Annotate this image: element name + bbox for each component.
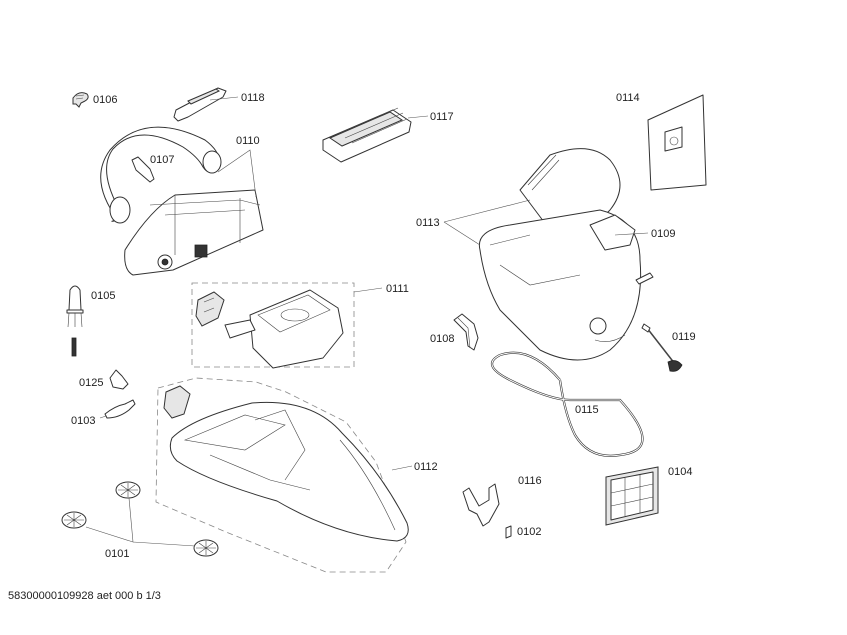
part-0107[interactable] bbox=[131, 156, 155, 183]
label-0102: 0102 bbox=[517, 526, 541, 538]
leader-0112 bbox=[391, 465, 413, 471]
part-0114[interactable] bbox=[647, 94, 707, 191]
label-0118: 0118 bbox=[241, 92, 265, 104]
part-0101[interactable] bbox=[61, 481, 219, 557]
leader-0113 bbox=[443, 199, 531, 246]
part-0106[interactable] bbox=[72, 92, 89, 108]
label-0114: 0114 bbox=[616, 92, 640, 104]
leader-0110 bbox=[217, 149, 257, 198]
leader-0109 bbox=[614, 232, 649, 236]
label-0104: 0104 bbox=[668, 466, 692, 478]
part-0112[interactable] bbox=[163, 385, 409, 542]
label-0113: 0113 bbox=[416, 217, 440, 229]
label-0101: 0101 bbox=[105, 548, 129, 560]
part-0103[interactable] bbox=[99, 399, 136, 419]
label-0112: 0112 bbox=[414, 461, 438, 473]
part-0117[interactable] bbox=[322, 107, 412, 163]
label-0115: 0115 bbox=[575, 404, 599, 416]
label-0108: 0108 bbox=[430, 333, 454, 345]
part-0102[interactable] bbox=[505, 525, 512, 539]
part-0115[interactable] bbox=[490, 351, 644, 457]
label-0103: 0103 bbox=[71, 415, 95, 427]
part-0113[interactable] bbox=[478, 148, 642, 361]
part-0105[interactable] bbox=[66, 285, 84, 357]
part-0110[interactable] bbox=[100, 126, 264, 276]
label-0107: 0107 bbox=[150, 154, 174, 166]
label-0117: 0117 bbox=[430, 111, 454, 123]
part-0118[interactable] bbox=[173, 87, 227, 122]
label-0105: 0105 bbox=[91, 290, 115, 302]
part-0119[interactable] bbox=[641, 323, 683, 372]
part-0104[interactable] bbox=[605, 466, 659, 526]
label-0106: 0106 bbox=[93, 94, 117, 106]
leader-0118 bbox=[209, 96, 239, 101]
part-connector[interactable] bbox=[635, 272, 654, 285]
part-0116[interactable] bbox=[462, 483, 500, 527]
label-0116: 0116 bbox=[518, 475, 542, 487]
leader-0111 bbox=[353, 287, 383, 293]
label-0119: 0119 bbox=[672, 331, 696, 343]
label-0111: 0111 bbox=[386, 283, 409, 295]
leader-0101 bbox=[85, 497, 196, 547]
label-0110: 0110 bbox=[236, 135, 260, 147]
label-0109: 0109 bbox=[651, 228, 675, 240]
drawing-reference-footer: 58300000109928 aet 000 b 1/3 bbox=[8, 590, 161, 602]
label-0125: 0125 bbox=[79, 377, 103, 389]
group-box-0111 bbox=[191, 282, 355, 368]
part-0108[interactable] bbox=[453, 313, 479, 351]
part-0125[interactable] bbox=[109, 369, 129, 390]
leader-0117 bbox=[407, 115, 429, 119]
part-0111[interactable] bbox=[195, 289, 344, 369]
part-0109[interactable] bbox=[589, 214, 636, 251]
